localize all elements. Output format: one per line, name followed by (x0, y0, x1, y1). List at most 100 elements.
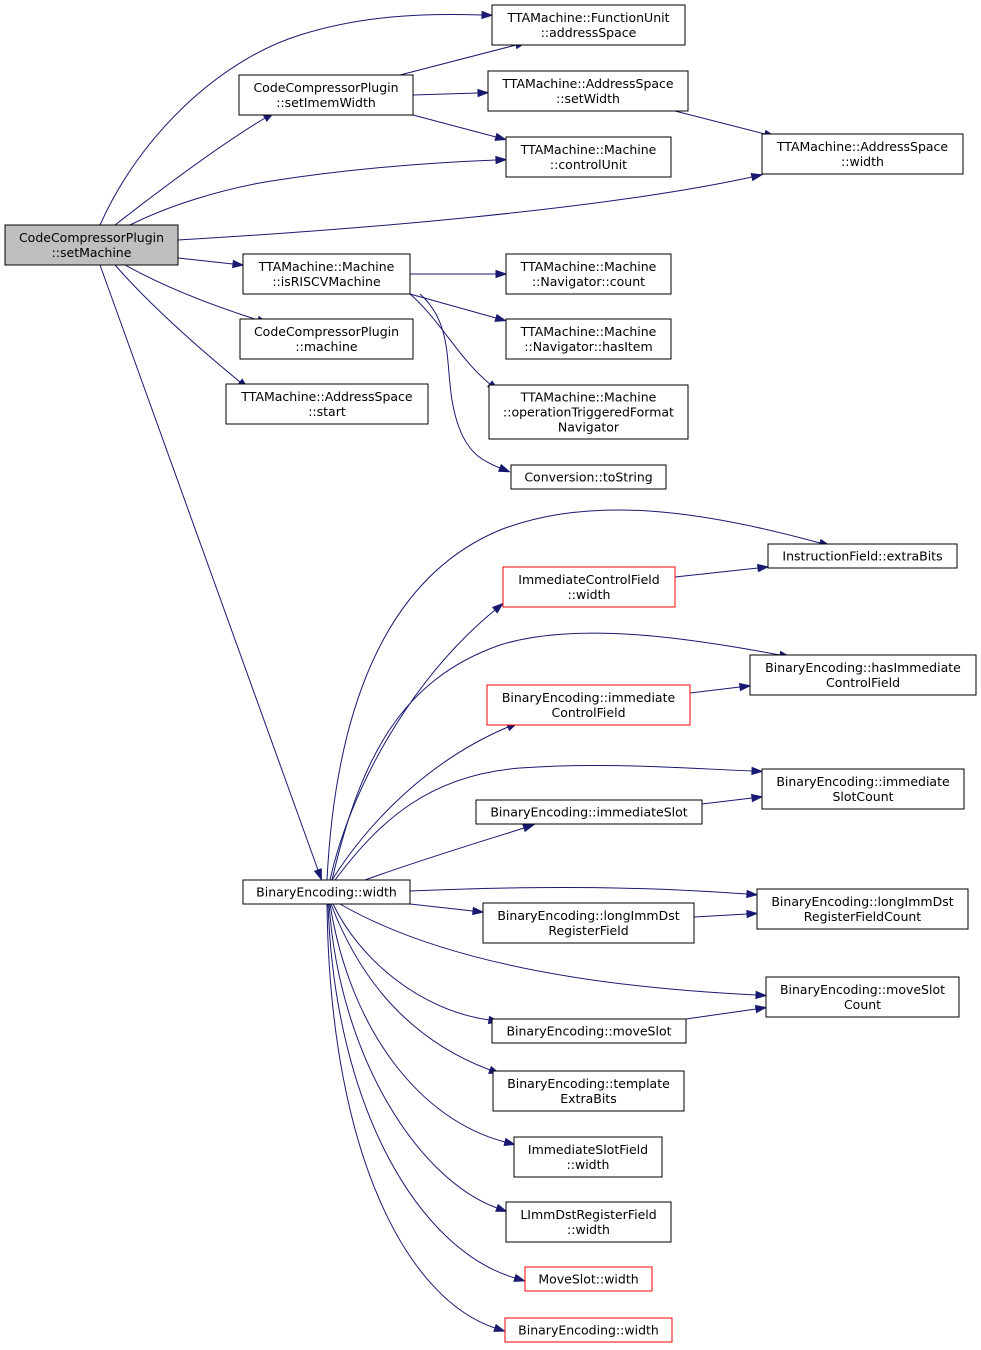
edge-isRISCV-to-toString (419, 293, 511, 473)
edge-be_width-to-immSlot (364, 824, 535, 881)
node-extraBits[interactable]: InstructionField::extraBits (767, 543, 958, 569)
edge-icf-to-hasICF (689, 682, 752, 694)
edge-line (114, 264, 241, 383)
node-icf_width[interactable]: ImmediateControlField::width (502, 566, 676, 608)
node-be_width2[interactable]: BinaryEncoding::width (504, 1317, 673, 1343)
arrowhead (491, 602, 504, 614)
node-setImemWidth[interactable]: CodeCompressorPlugin::setImemWidth (238, 74, 414, 116)
node-root[interactable]: CodeCompressorPlugin::setMachine (4, 224, 179, 266)
edge-be_width-to-be_width2 (326, 903, 506, 1332)
node-box[interactable] (505, 1201, 672, 1243)
node-box[interactable] (482, 902, 695, 944)
node-moveSlot[interactable]: BinaryEncoding::moveSlot (491, 1018, 687, 1044)
node-label-line: SlotCount (832, 789, 893, 804)
edge-be_width-to-hasICF (331, 632, 792, 881)
node-box[interactable] (487, 70, 689, 112)
arrowhead (481, 10, 494, 20)
nodes-layer: CodeCompressorPlugin::setMachineTTAMachi… (4, 4, 977, 1343)
node-box[interactable] (761, 133, 964, 175)
arrowhead (751, 793, 764, 803)
node-as_setWidth[interactable]: TTAMachine::AddressSpace::setWidth (487, 70, 689, 112)
node-box[interactable] (225, 383, 429, 425)
node-as_width[interactable]: TTAMachine::AddressSpace::width (761, 133, 964, 175)
node-label-line: RegisterFieldCount (804, 909, 922, 924)
node-box[interactable] (491, 1018, 687, 1044)
arrowhead (739, 682, 752, 692)
node-immSlot[interactable]: BinaryEncoding::immediateSlot (475, 799, 703, 825)
edge-line (693, 913, 748, 918)
node-box[interactable] (242, 253, 411, 295)
node-ccp_machine[interactable]: CodeCompressorPlugin::machine (239, 318, 414, 360)
edge-line (339, 903, 757, 996)
node-box[interactable] (505, 318, 672, 360)
node-nav_count[interactable]: TTAMachine::Machine::Navigator::count (505, 253, 672, 295)
edge-root-to-setImemWidth (114, 112, 275, 226)
node-box[interactable] (239, 318, 414, 360)
edge-root-to-fu_addressSpace (99, 10, 494, 226)
node-label-line: ::isRISCVMachine (272, 274, 381, 289)
edge-be_width-to-limmField (409, 903, 485, 916)
node-box[interactable] (488, 384, 689, 440)
node-box[interactable] (502, 566, 676, 608)
node-label-line: RegisterField (548, 923, 628, 938)
edge-line (326, 509, 821, 881)
edge-icf_width-to-extraBits (674, 563, 770, 578)
node-isf_width[interactable]: ImmediateSlotField::width (513, 1136, 663, 1178)
node-toString[interactable]: Conversion::toString (510, 464, 667, 490)
node-box[interactable] (492, 1070, 685, 1112)
node-label-line: LImmDstRegisterField (520, 1207, 656, 1222)
node-box[interactable] (486, 684, 691, 726)
edge-setImemWidth-to-fu_addressSpace (399, 41, 528, 76)
node-box[interactable] (761, 768, 965, 810)
node-box[interactable] (504, 1317, 673, 1343)
node-box[interactable] (4, 224, 179, 266)
edge-root-to-be_width (99, 264, 322, 881)
edge-line (674, 567, 759, 578)
node-box[interactable] (510, 464, 667, 490)
arrowhead (477, 88, 490, 98)
edge-line (674, 110, 766, 135)
node-limmDst_width[interactable]: LImmDstRegisterField::width (505, 1201, 672, 1243)
node-box[interactable] (749, 654, 977, 696)
node-otfNav[interactable]: TTAMachine::Machine::operationTriggeredF… (488, 384, 689, 440)
node-label-line: BinaryEncoding::template (507, 1076, 670, 1091)
edge-line (331, 632, 781, 881)
edge-as_setWidth-to-as_width (674, 110, 777, 138)
node-label-line: TTAMachine::AddressSpace (501, 76, 674, 91)
node-box[interactable] (524, 1266, 653, 1292)
node-box[interactable] (767, 543, 958, 569)
edge-line (328, 903, 498, 1209)
node-box[interactable] (475, 799, 703, 825)
node-nav_hasItem[interactable]: TTAMachine::Machine::Navigator::hasItem (505, 318, 672, 360)
arrowhead (232, 259, 245, 269)
node-box[interactable] (238, 74, 414, 116)
node-ms_width[interactable]: MoveSlot::width (524, 1266, 653, 1292)
edge-line (364, 827, 525, 881)
arrowhead (754, 1004, 768, 1014)
node-fu_addressSpace[interactable]: TTAMachine::FunctionUnit::addressSpace (491, 4, 686, 46)
node-box[interactable] (242, 879, 411, 905)
node-limmCount[interactable]: BinaryEncoding::longImmDstRegisterFieldC… (756, 888, 969, 930)
node-as_start[interactable]: TTAMachine::AddressSpace::start (225, 383, 429, 425)
node-box[interactable] (765, 976, 960, 1018)
node-controlUnit[interactable]: TTAMachine::Machine::controlUnit (505, 136, 672, 178)
node-box[interactable] (505, 136, 672, 178)
node-box[interactable] (756, 888, 969, 930)
node-box[interactable] (491, 4, 686, 46)
node-be_width[interactable]: BinaryEncoding::width (242, 879, 411, 905)
edge-be_width-to-isf_width (329, 903, 517, 1146)
edge-line (409, 886, 748, 895)
edge-line (129, 159, 497, 226)
arrowhead (755, 990, 768, 1000)
edge-line (99, 264, 319, 871)
node-box[interactable] (505, 253, 672, 295)
node-isRISCV[interactable]: TTAMachine::Machine::isRISCVMachine (242, 253, 411, 295)
node-box[interactable] (513, 1136, 663, 1178)
